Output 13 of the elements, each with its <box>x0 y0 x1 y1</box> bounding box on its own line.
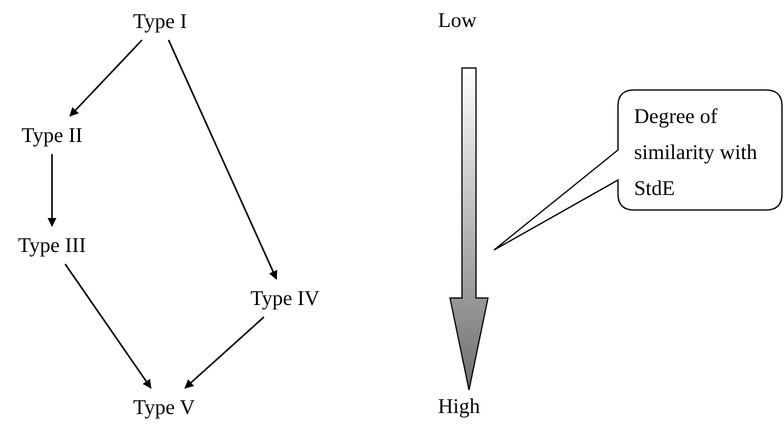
scale-label: High <box>438 394 480 419</box>
node-label: Type II <box>8 120 96 150</box>
node-label: Type III <box>2 230 102 260</box>
node-label: Type IV <box>232 283 338 313</box>
callout-text: Degree of similarity with StdE <box>634 103 758 202</box>
scale-label: Low <box>438 8 476 33</box>
node-label: Type I <box>122 6 198 36</box>
arrow <box>168 40 278 280</box>
arrow <box>69 39 143 117</box>
arrow <box>184 316 264 389</box>
arrow <box>48 154 56 227</box>
node-label: Type V <box>122 392 206 422</box>
arrow <box>64 264 152 389</box>
